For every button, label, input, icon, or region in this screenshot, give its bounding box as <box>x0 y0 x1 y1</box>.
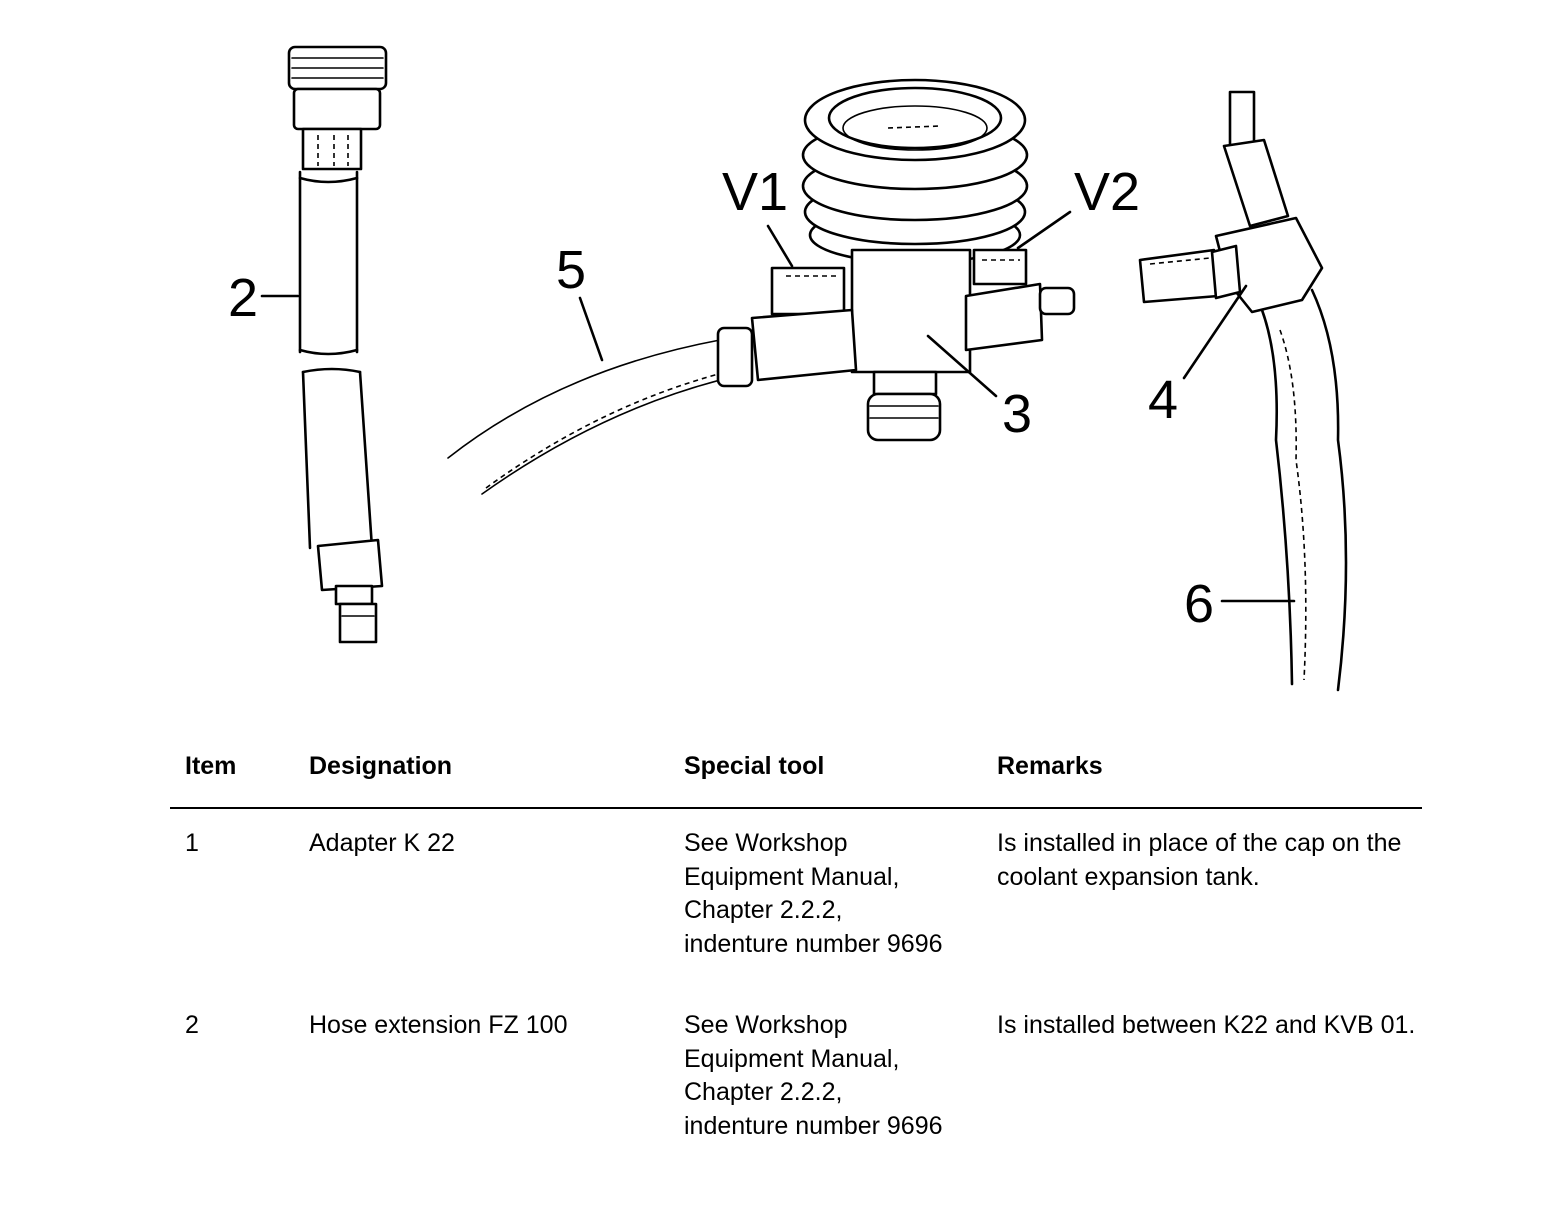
special-tool-line: Chapter 2.2.2, <box>684 896 843 924</box>
special-tool-line: See Workshop <box>684 829 848 857</box>
hose-part-6 <box>1260 288 1348 692</box>
callout-6: 6 <box>1184 574 1214 634</box>
callout-4: 4 <box>1148 370 1178 430</box>
special-tool-line: indenture number 9696 <box>684 929 943 958</box>
leader-5 <box>578 296 604 362</box>
leader-v1 <box>766 224 794 268</box>
table-header-row: Item Designation Special tool Remarks <box>170 752 1422 808</box>
hose-extension-part <box>287 45 388 644</box>
special-tool-line: Equipment Manual, <box>684 862 900 891</box>
t-piece-part-4 <box>1138 90 1324 314</box>
cell-remarks: Is installed between K22 and KVB 01. <box>997 1011 1416 1039</box>
leader-v2 <box>1016 210 1072 250</box>
header-remarks: Remarks <box>997 752 1103 780</box>
header-item: Item <box>185 752 237 780</box>
leader-3 <box>926 334 998 398</box>
coupling-block-part-3 <box>750 78 1076 442</box>
technical-drawing: 2 5 V1 V2 3 <box>228 45 1348 692</box>
special-tool-line: indenture number 9696 <box>684 1111 943 1140</box>
table-row: 2 Hose extension FZ 100 See Workshop Equ… <box>170 1001 1422 1143</box>
cell-remarks: Is installed in place of the cap on the … <box>997 829 1402 891</box>
cell-special-tool: See Workshop Equipment Manual, Chapter 2… <box>684 1001 997 1143</box>
header-designation: Designation <box>309 752 453 780</box>
cell-special-tool: See Workshop Equipment Manual, Chapter 2… <box>684 808 997 1001</box>
hose-part-5 <box>447 326 754 495</box>
special-tool-line: Chapter 2.2.2, <box>684 1078 843 1106</box>
cell-designation: Adapter K 22 <box>309 829 455 857</box>
table-row: 1 Adapter K 22 See Workshop Equipment Ma… <box>170 808 1422 1001</box>
parts-table: Item Designation Special tool Remarks 1 … <box>170 752 1422 1143</box>
special-tool-line: See Workshop <box>684 1011 848 1039</box>
callout-v2: V2 <box>1074 162 1140 222</box>
callout-5: 5 <box>556 240 586 300</box>
cell-item: 2 <box>185 1011 199 1039</box>
leader-4 <box>1182 284 1248 380</box>
special-tool-line: Equipment Manual, <box>684 1044 900 1073</box>
callout-2: 2 <box>228 268 258 328</box>
callout-3: 3 <box>1002 384 1032 444</box>
callout-v1: V1 <box>722 162 788 222</box>
header-special-tool: Special tool <box>684 752 825 780</box>
cell-item: 1 <box>185 829 199 857</box>
cell-designation: Hose extension FZ 100 <box>309 1011 568 1039</box>
